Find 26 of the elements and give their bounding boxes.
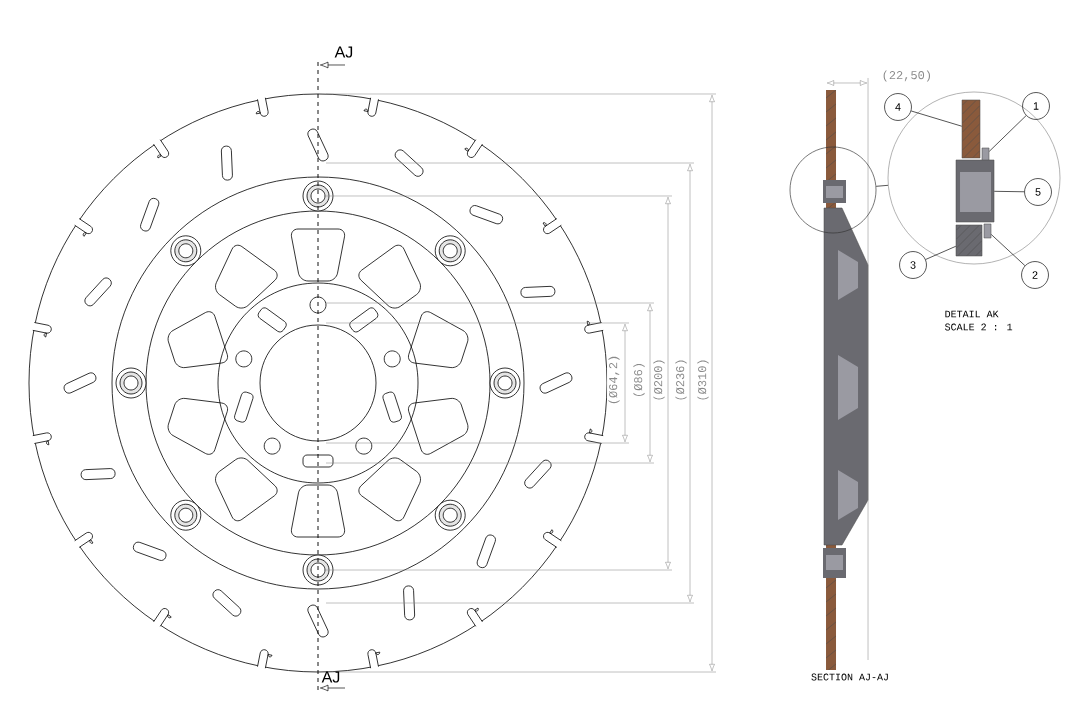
callout-number: 5 (1024, 178, 1052, 206)
dimension-text: (Ø236) (674, 357, 688, 403)
view-title: SECTION AJ-AJ (811, 673, 888, 681)
callout-number: 1 (1022, 92, 1050, 120)
spring-clip (983, 223, 992, 239)
section-label: AJ (321, 671, 340, 683)
rotor-segment (961, 99, 981, 159)
detail-title: DETAIL AK (945, 310, 999, 318)
dimension-text: (Ø310) (696, 357, 710, 403)
leader-line (988, 115, 1027, 152)
carrier-segment (955, 224, 983, 257)
dimension-text: (22,50) (883, 70, 930, 82)
dimension-text: (Ø200) (652, 357, 666, 403)
callout-number: 2 (1021, 261, 1049, 289)
scale-note: SCALE 2 : 1 (945, 323, 1013, 331)
section-label: AJ (334, 46, 353, 58)
leader-line (925, 245, 957, 260)
callout-number: 4 (884, 93, 912, 121)
dimension-text: (Ø64,2) (607, 353, 621, 407)
leader-line (993, 190, 1025, 193)
connector-line (875, 185, 889, 187)
detail-circle (789, 146, 877, 234)
leader-line (910, 110, 963, 127)
dimension-text: (Ø86) (632, 360, 646, 400)
callout-number: 3 (899, 251, 927, 279)
leader-line (990, 234, 1026, 266)
